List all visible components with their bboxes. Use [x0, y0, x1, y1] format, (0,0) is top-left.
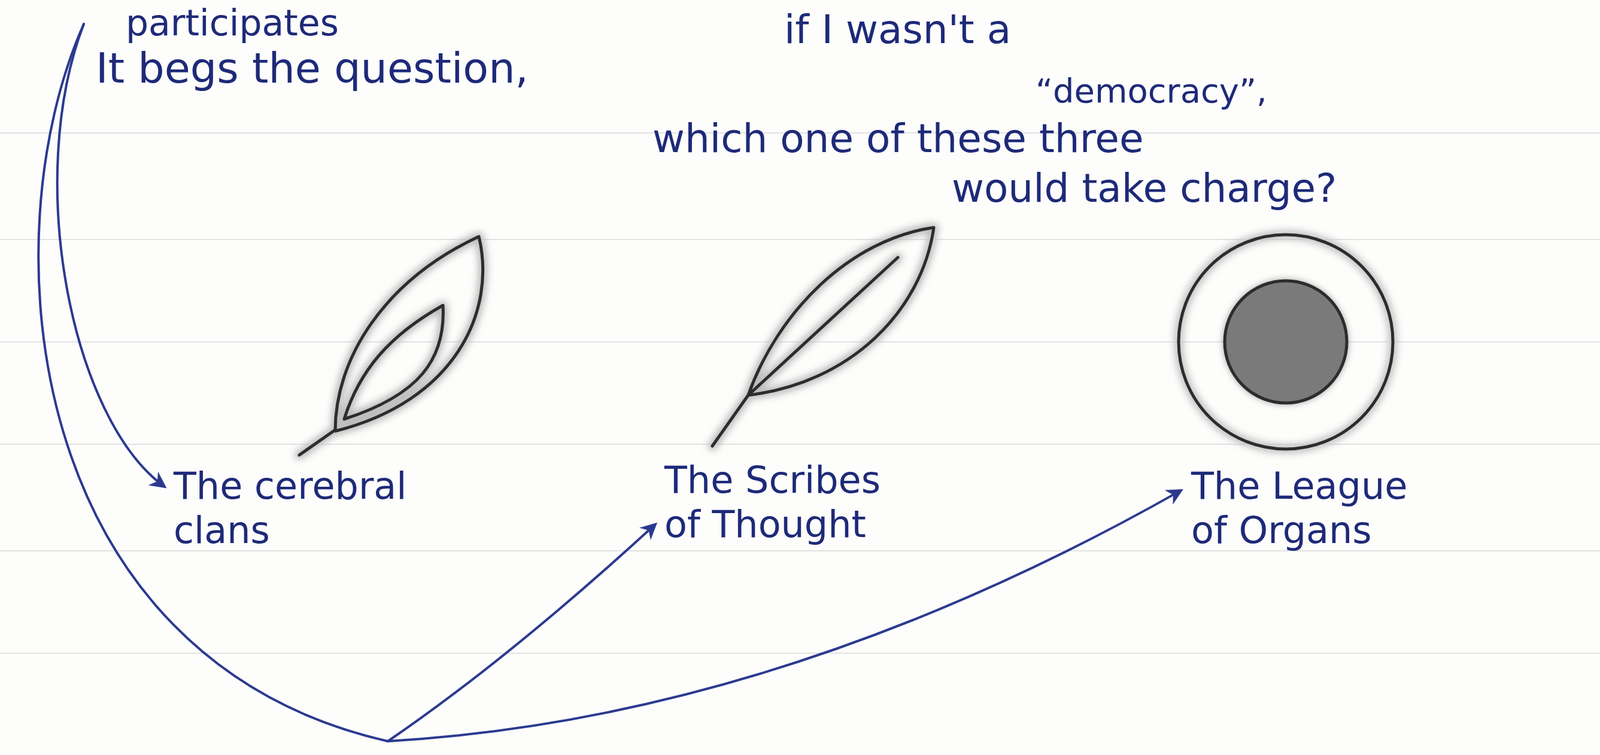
group-label: The Scribes of Thought	[664, 457, 916, 548]
double-leaf-icon	[299, 236, 484, 455]
leader-arrow	[38, 23, 388, 742]
leader-arrow	[57, 23, 165, 487]
leaf-icon	[712, 227, 934, 446]
handwritten-note: It begs the question,	[95, 43, 529, 94]
handwritten-note: would take charge?	[951, 164, 1337, 212]
circle-icon	[1178, 234, 1393, 449]
handwritten-note: if I wasn't a	[784, 5, 1011, 54]
handwritten-note: “democracy”,	[1035, 70, 1268, 111]
handwritten-note: participates	[125, 1, 339, 45]
leader-arrow	[387, 524, 655, 742]
group-label: The League of Organs	[1191, 463, 1449, 554]
group-label: The cerebral clans	[173, 463, 473, 554]
handwritten-note: which one of these three	[652, 114, 1144, 163]
